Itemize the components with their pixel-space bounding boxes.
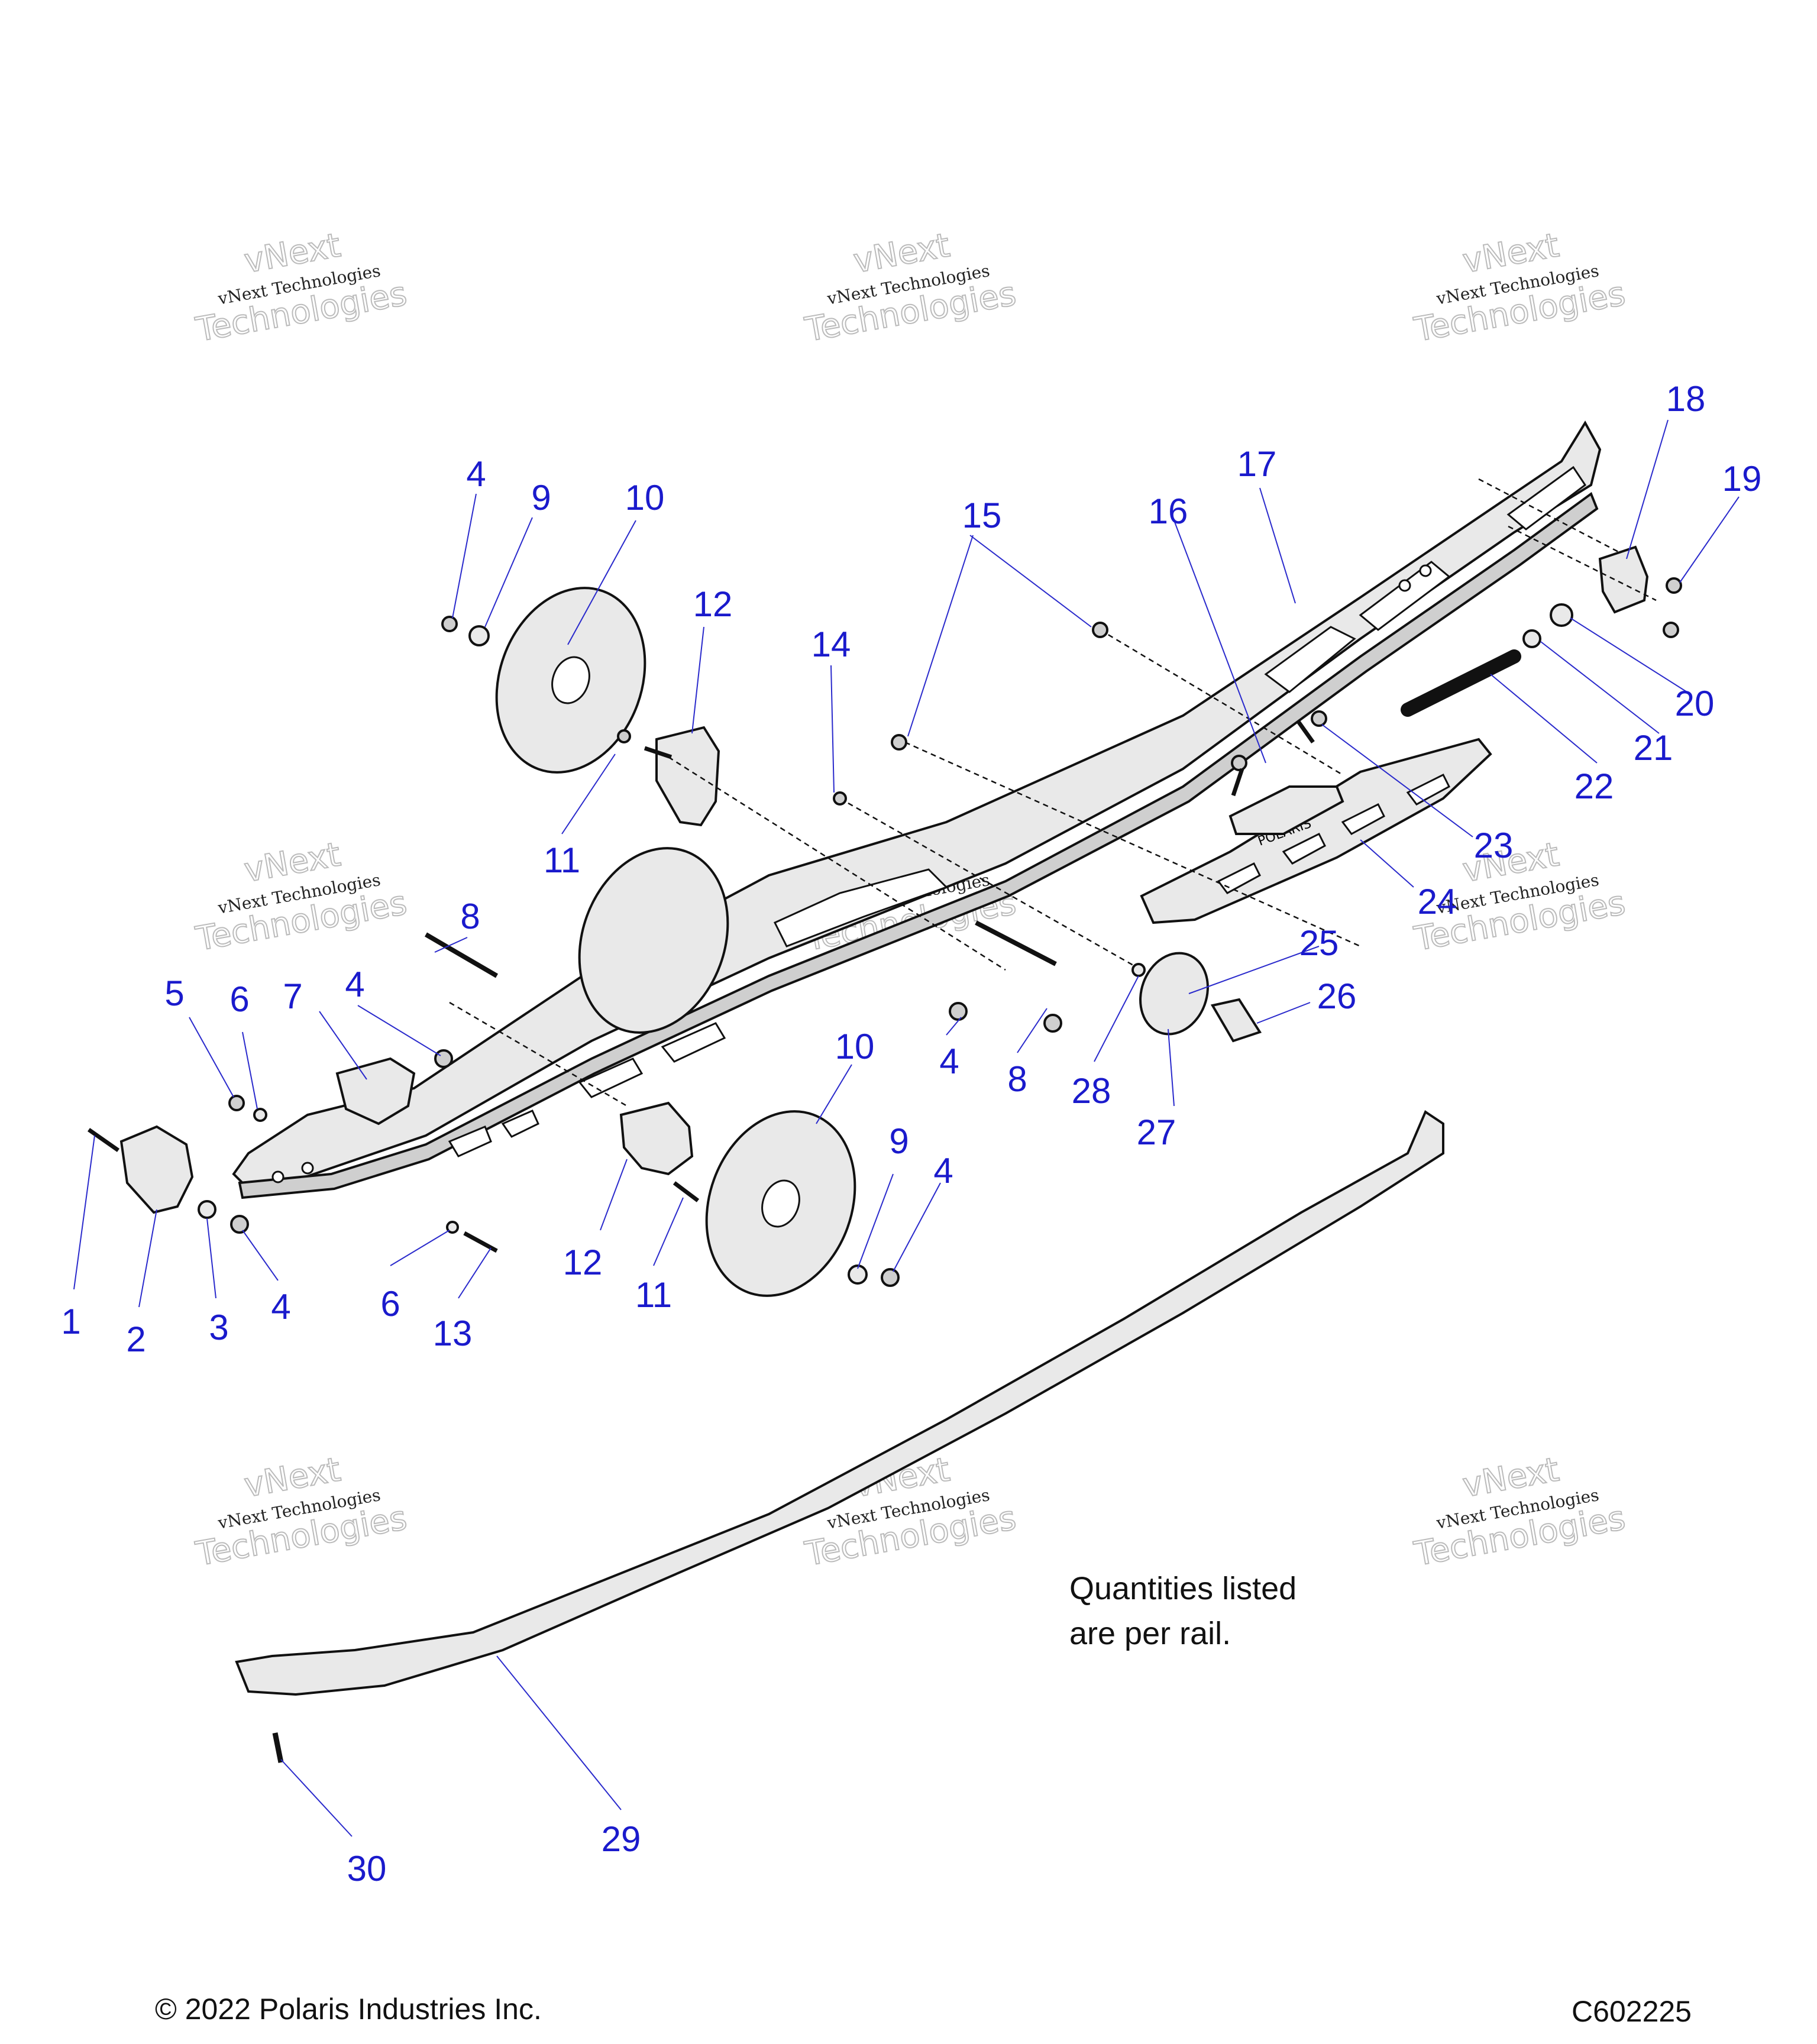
callout-15: 15 (962, 496, 1002, 535)
callout-7: 7 (283, 976, 302, 1016)
leader-lines (73, 419, 1740, 1837)
hyfax-wear-strip (235, 1110, 1444, 1696)
callout-30: 30 (347, 1849, 387, 1888)
quantity-note-line2: are per rail. (1069, 1616, 1231, 1651)
callout-12: 12 (693, 584, 733, 624)
axle-housing-upper (655, 726, 720, 827)
callout-16: 16 (1149, 491, 1188, 531)
figure-id: C602225 (1572, 1995, 1692, 2028)
pivot-block (1139, 952, 1209, 1036)
callout-28: 28 (1072, 1071, 1111, 1111)
callout-27: 27 (1137, 1112, 1176, 1152)
callout-22: 22 (1574, 767, 1614, 806)
callout-6-lower: 6 (380, 1284, 400, 1324)
quantity-note: Quantities listed are per rail. (1069, 1566, 1297, 1656)
assembly-lines (449, 478, 1657, 1107)
callout-4-bottom-right: 4 (933, 1151, 953, 1191)
callout-12-lower: 12 (563, 1243, 603, 1282)
callout-9: 9 (531, 478, 551, 518)
callout-4-center: 4 (939, 1042, 959, 1081)
axle-housing-lower (619, 1101, 694, 1176)
end-bracket (1598, 545, 1649, 614)
rear-bracket (1228, 785, 1344, 835)
callout-2: 2 (126, 1319, 146, 1359)
callout-8-left: 8 (460, 897, 480, 936)
idler-wheel-middle (578, 847, 729, 1034)
callout-14: 14 (811, 625, 851, 664)
callout-11-lower: 11 (635, 1275, 672, 1315)
frame-cutouts (271, 465, 1587, 1183)
callout-1: 1 (61, 1302, 80, 1341)
callout-21: 21 (1634, 728, 1673, 768)
callout-4-bottom-left: 4 (271, 1287, 290, 1327)
callout-10: 10 (625, 478, 665, 518)
callout-8-right: 8 (1007, 1059, 1027, 1099)
front-bumper-cap (119, 1125, 194, 1214)
slide-rail-frame (232, 421, 1602, 1199)
callout-20: 20 (1675, 684, 1715, 723)
copyright-text: © 2022 Polaris Industries Inc. (155, 1993, 542, 2026)
idler-wheel-upper (495, 587, 646, 774)
callout-19: 19 (1722, 459, 1762, 499)
hardware (87, 577, 1682, 1763)
callout-3: 3 (209, 1308, 228, 1347)
callout-13: 13 (433, 1314, 473, 1353)
callout-4: 4 (466, 454, 486, 494)
callout-18: 18 (1666, 379, 1706, 419)
idler-wheel-lower (705, 1110, 856, 1297)
callout-29: 29 (602, 1819, 641, 1859)
callout-23: 23 (1474, 826, 1514, 865)
threaded-rod (1401, 649, 1521, 717)
callout-labels: 4 9 10 12 11 14 15 16 17 18 19 20 21 22 … (61, 379, 1761, 1888)
callout-10-lower: 10 (835, 1027, 875, 1066)
callout-24: 24 (1418, 882, 1457, 921)
callout-4-left: 4 (345, 965, 364, 1004)
quantity-note-line1: Quantities listed (1069, 1571, 1297, 1606)
callout-5: 5 (164, 974, 184, 1013)
bushing-26 (1210, 998, 1262, 1043)
callout-26: 26 (1317, 976, 1357, 1016)
callout-6-upper: 6 (229, 979, 249, 1019)
callout-25: 25 (1299, 923, 1339, 963)
callout-17: 17 (1237, 444, 1277, 484)
callout-9-lower: 9 (889, 1121, 908, 1161)
front-block (335, 1057, 416, 1126)
callout-11: 11 (544, 840, 580, 880)
